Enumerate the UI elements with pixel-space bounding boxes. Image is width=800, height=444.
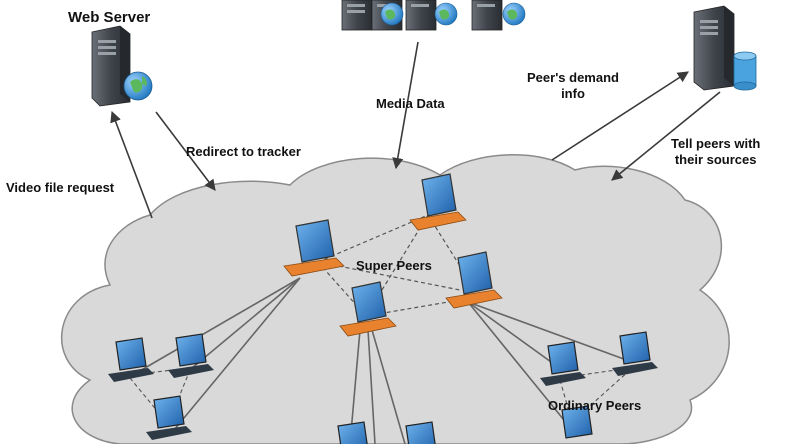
web-server-icon (91, 25, 153, 107)
database-icon (733, 51, 757, 91)
peers-demand-label: Peer's demand info (527, 70, 619, 102)
web-server-label: Web Server (68, 9, 151, 26)
media-data-label: Media Data (376, 96, 445, 111)
super-peer-laptop-icon (283, 219, 345, 277)
redirect-label: Redirect to tracker (186, 144, 301, 159)
video-request-label: Video file request (6, 180, 115, 195)
ordinary-peer-laptop-icon (168, 333, 214, 378)
tell-peers-label: Tell peers with their sources (671, 136, 760, 168)
arrow-demand-info (551, 71, 689, 161)
super-peer-laptop-icon (409, 173, 467, 231)
super-peer-laptop-icon (445, 251, 503, 309)
ordinary-peer-laptop-icon (612, 331, 658, 376)
tell-peers-line2: their sources (674, 152, 757, 167)
ordinary-peer-laptop-icon (561, 405, 593, 439)
arrow-tell-peers (611, 91, 721, 181)
peers-demand-line1: Peer's demand (527, 70, 619, 85)
media-servers-icon (341, 0, 526, 31)
ordinary-peer-laptop-icon (337, 421, 368, 444)
ordinary-peer-laptop-icon (405, 421, 436, 444)
super-peer-laptop-icon (339, 281, 397, 337)
arrow-media-data (392, 41, 419, 170)
ordinary-peer-laptop-icon (108, 337, 154, 382)
ordinary-peer-links (137, 277, 633, 444)
arrow-video-request (110, 110, 153, 219)
super-peers-label: Super Peers (356, 258, 432, 273)
arrow-redirect (155, 111, 216, 191)
ordinary-peer-laptop-icon (540, 341, 586, 386)
tracker-server-icon (693, 5, 757, 91)
tell-peers-line1: Tell peers with (671, 136, 761, 151)
ordinary-peer-laptop-icon (146, 395, 192, 440)
ordinary-peers-label: Ordinary Peers (548, 398, 642, 413)
peers-demand-line2: info (561, 86, 585, 101)
